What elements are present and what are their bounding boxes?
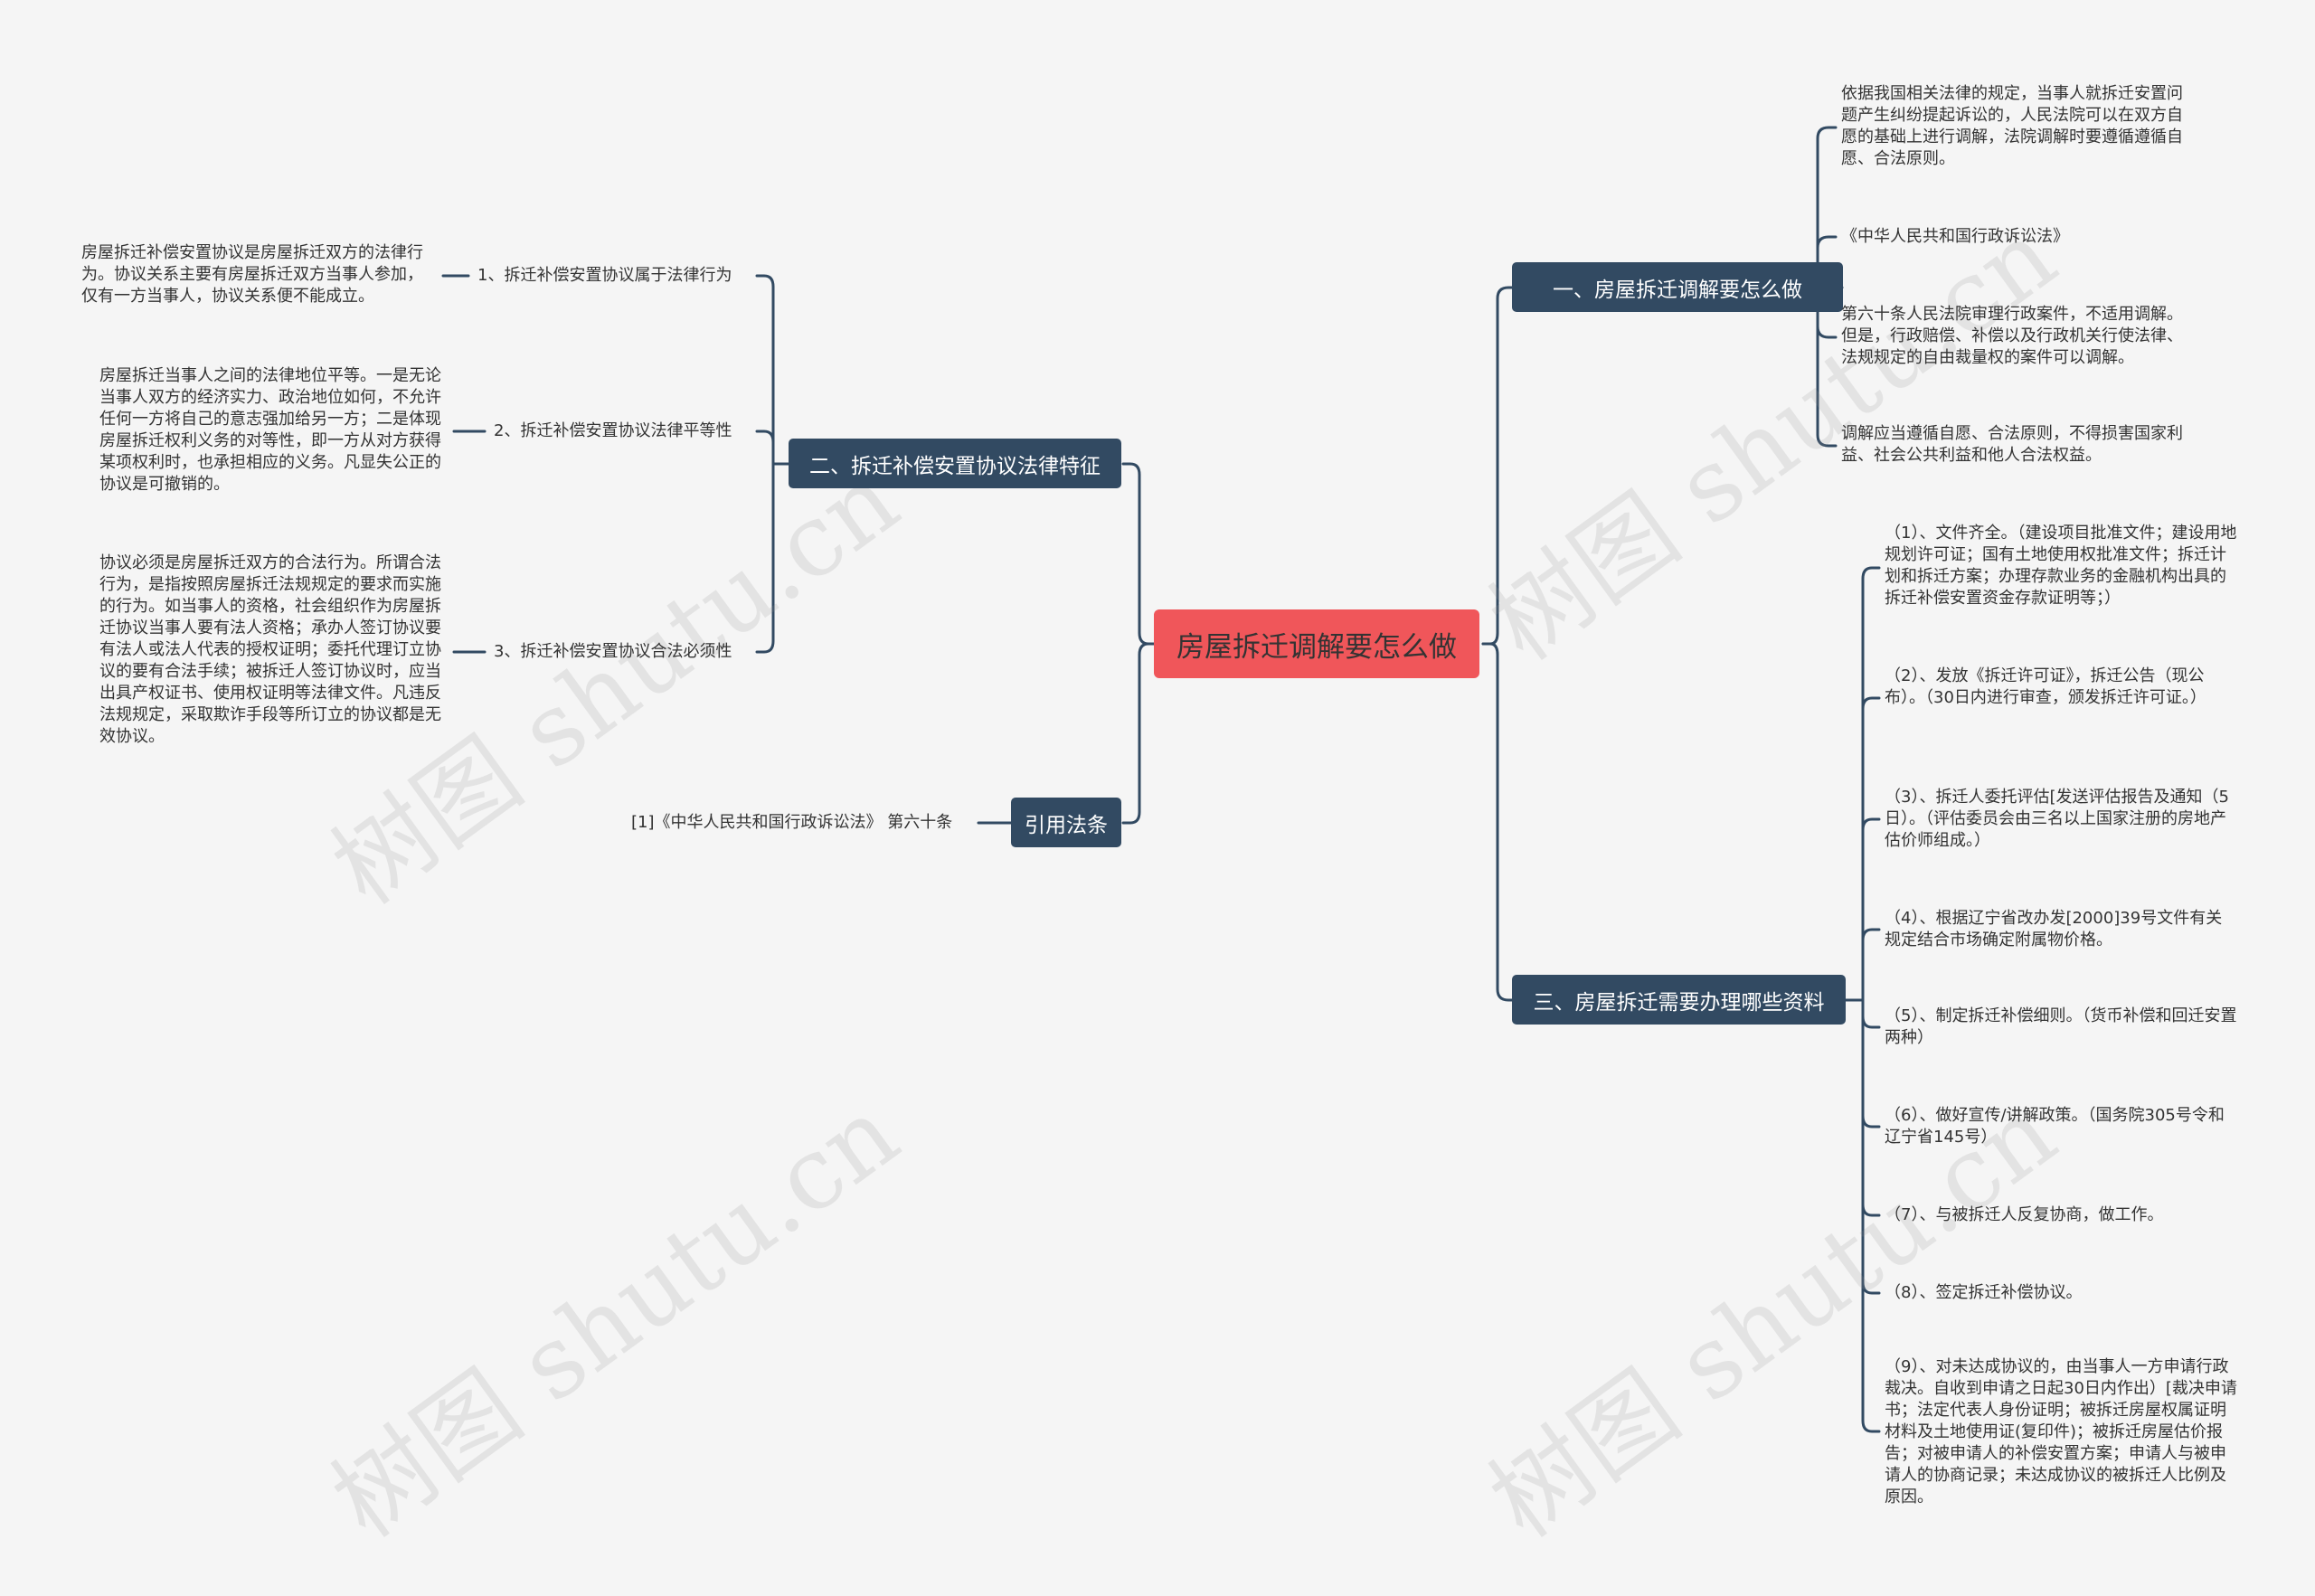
edge-b2-sub2	[755, 430, 775, 466]
b1-leaf-4: 调解应当遵循自愿、合法原则，不得损害国家利益、社会公共利益和他人合法权益。	[1841, 424, 2183, 465]
b2-sub-3-detail: 协议必须是房屋拆迁双方的合法行为。所谓合法行为，是指按照房屋拆迁法规规定的要求而…	[99, 553, 441, 746]
b3-leaf-9: （9）、对未达成协议的，由当事人一方申请行政裁决。自收到申请之日起30日内作出）…	[1885, 1357, 2237, 1506]
branch-mediation-how[interactable]: 一、房屋拆迁调解要怎么做	[1512, 262, 1843, 312]
edge-b2-sub1	[755, 274, 775, 466]
b2-sub-3-label[interactable]: 3、拆迁补偿安置协议合法必须性	[494, 642, 732, 661]
b1-leaf-1: 依据我国相关法律的规定，当事人就拆迁安置问题产生纠纷提起诉讼的，人民法院可以在双…	[1841, 84, 2183, 168]
root-node[interactable]: 房屋拆迁调解要怎么做	[1154, 609, 1479, 678]
b3-leaf-3: （3）、拆迁人委托评估[发送评估报告及通知（5日）。（评估委员会由三名以上国家注…	[1885, 788, 2229, 850]
edge-b3-leaf9	[1861, 998, 1881, 1433]
b3-leaf-2: （2）、发放《拆迁许可证》，拆迁公告（现公布）。（30日内进行审查，颁发拆迁许可…	[1885, 666, 2206, 707]
b3-leaf-6: （6）、做好宣传/讲解政策。（国务院305号令和辽宁省145号）	[1885, 1106, 2225, 1147]
edge-b3-leaf3	[1861, 817, 1881, 1002]
b3-leaf-8: （8）、签定拆迁补偿协议。	[1885, 1283, 2083, 1302]
edge-b1-leaf2	[1816, 235, 1838, 289]
b2-sub-2-label[interactable]: 2、拆迁补偿安置协议法律平等性	[494, 421, 732, 440]
b3-leaf-1: （1）、文件齐全。（建设项目批准文件；建设用地规划许可证；国有土地使用权批准文件…	[1885, 524, 2237, 608]
edge-b3-leaf7	[1861, 998, 1881, 1217]
branch-agreement-features[interactable]: 二、拆迁补偿安置协议法律特征	[789, 439, 1121, 488]
b3-leaf-4: （4）、根据辽宁省改办发[2000]39号文件有关规定结合市场确定附属物价格。	[1885, 909, 2223, 949]
edge-b1-leaf4	[1816, 286, 1838, 448]
edge-b2-sub3	[755, 462, 775, 654]
edge-b3-leaf2	[1861, 696, 1881, 1002]
b2-sub-1-detail: 房屋拆迁补偿安置协议是房屋拆迁双方的法律行为。协议关系主要有房屋拆迁双方当事人参…	[81, 243, 423, 306]
edge-b3-leaf5	[1861, 998, 1881, 1029]
b3-leaf-5: （5）、制定拆迁补偿细则。（货币补偿和回迁安置两种）	[1885, 1006, 2237, 1047]
edge-root-b4	[1121, 642, 1158, 825]
branch-required-materials[interactable]: 三、房屋拆迁需要办理哪些资料	[1512, 975, 1846, 1025]
edge-b3-leaf6	[1861, 998, 1881, 1129]
b1-leaf-3: 第六十条人民法院审理行政案件，不适用调解。但是，行政赔偿、补偿以及行政机关行使法…	[1841, 305, 2183, 367]
edge-b1-leaf1	[1816, 126, 1838, 289]
edge-root-b1	[1481, 286, 1516, 646]
b1-leaf-2: 《中华人民共和国行政诉讼法》	[1841, 227, 2069, 246]
branch-cited-law[interactable]: 引用法条	[1011, 798, 1121, 847]
edge-b3-leaf8	[1861, 998, 1881, 1295]
edge-root-b2	[1121, 462, 1158, 646]
b2-sub-2-detail: 房屋拆迁当事人之间的法律地位平等。一是无论当事人双方的经济实力、政治地位如何，不…	[99, 366, 441, 494]
b2-sub-1-label[interactable]: 1、拆迁补偿安置协议属于法律行为	[477, 266, 732, 285]
b3-leaf-7: （7）、与被拆迁人反复协商，做工作。	[1885, 1205, 2164, 1224]
edge-root-b3	[1481, 642, 1516, 1002]
b4-leaf-1: [1]《中华人民共和国行政诉讼法》 第六十条	[631, 813, 953, 832]
edge-b3-leaf4	[1861, 928, 1881, 1002]
edge-b3-leaf1	[1861, 566, 1881, 1002]
